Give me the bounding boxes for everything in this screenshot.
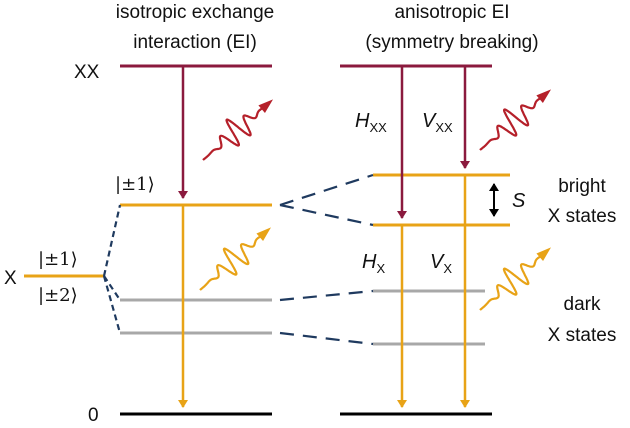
v-x-label: VX [430,251,452,276]
photon-wavepacket-xx-right [479,89,552,151]
dark-label-line2: X states [548,325,617,346]
v-x-letter: V [430,251,445,273]
left-title-line2: interaction (EI) [133,32,257,53]
splitting-label: S [512,190,526,212]
dashed-connectors-middle [279,173,374,346]
label-xx: XX [74,62,100,83]
photon-arrowhead [258,99,274,113]
photon-wave [199,229,269,291]
photon-wavepacket-x-right [479,247,551,311]
h-x-letter: H [362,251,377,273]
v-xx-subscript: XX [435,120,453,135]
photon-arrowhead [256,227,271,242]
v-x-subscript: X [443,261,452,276]
right-title-line2: (symmetry breaking) [365,32,538,53]
photon-arrowhead [536,247,551,262]
v-xx-label: VXX [422,110,453,135]
photon-wavepacket-xx-left [202,99,274,161]
h-xx-subscript: XX [369,120,387,135]
ket-pm1-top: |±1⟩ [115,174,155,195]
dark-label-line1: dark [564,294,601,315]
h-x-label: HX [362,251,385,276]
bright-label-line2: X states [548,206,617,227]
photon-wave [479,249,549,311]
h-x-subscript: X [376,261,385,276]
photon-wave [202,101,271,161]
photon-wavepacket-x-left [199,227,271,291]
label-zero: 0 [88,405,99,426]
photon-wave [479,91,549,151]
split-connectors-left [102,204,122,334]
h-xx-label: HXX [355,110,387,135]
left-title-line1: isotropic exchange [116,2,274,23]
h-xx-letter: H [355,110,370,132]
v-xx-letter: V [422,110,437,132]
bright-label-line1: bright [558,176,606,197]
ket-pm2-side: |±2⟩ [38,285,78,306]
label-x: X [4,268,17,289]
ket-pm1-side: |±1⟩ [38,249,78,270]
right-title-line1: anisotropic EI [394,2,509,23]
photon-arrowhead [536,89,552,103]
